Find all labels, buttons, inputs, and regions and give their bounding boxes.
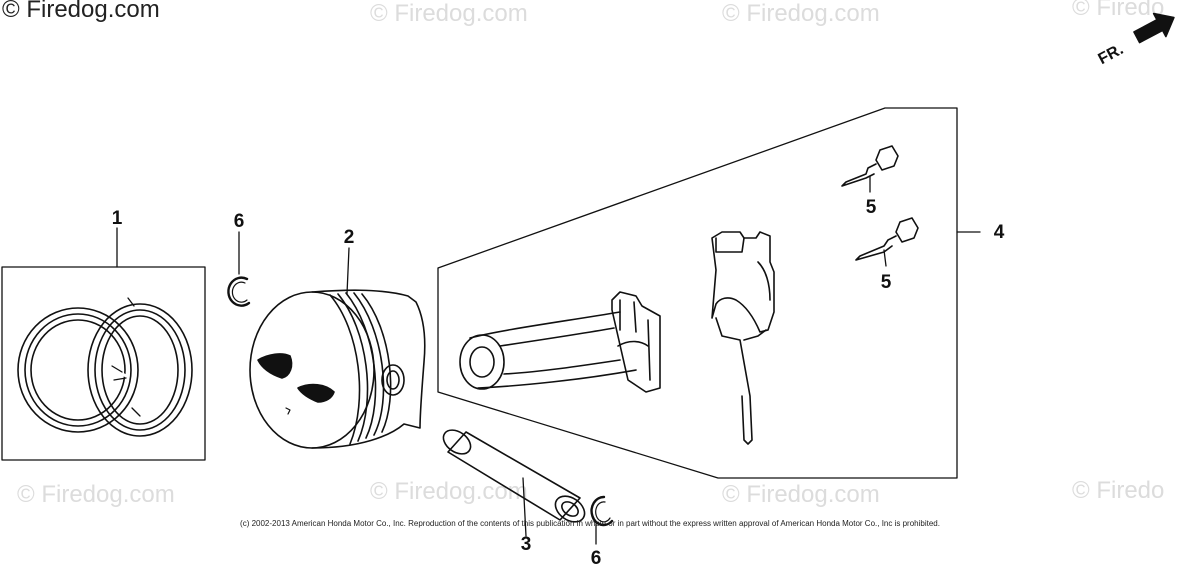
leader-line xyxy=(346,247,350,295)
callout-label: 4 xyxy=(994,222,1005,243)
connecting-rod xyxy=(459,291,661,393)
watermark: © Firedog.com xyxy=(17,481,175,508)
ring xyxy=(101,315,179,425)
watermark: © Firedog.com xyxy=(370,478,528,505)
rod-bolt-lower xyxy=(855,217,919,267)
callout-label: 5 xyxy=(866,197,877,218)
ring xyxy=(30,319,126,421)
ring xyxy=(94,309,186,431)
leader-line xyxy=(522,477,527,537)
piston-pin-clip-upper xyxy=(227,231,251,307)
assembly-frame xyxy=(437,107,958,479)
callout-label: 5 xyxy=(881,272,892,293)
rod-bolt-upper xyxy=(841,145,899,193)
watermark: © Firedog.com xyxy=(722,0,880,27)
piston xyxy=(249,247,426,449)
copyright-notice: (c) 2002-2013 American Honda Motor Co., … xyxy=(240,519,940,528)
leader-line xyxy=(883,249,887,267)
brand-text: © Firedog.com xyxy=(2,0,160,23)
callout-label: 1 xyxy=(112,208,123,229)
piston-pin-clip-lower xyxy=(590,495,614,545)
watermark: © Firedo xyxy=(1072,0,1165,21)
ring xyxy=(87,303,193,437)
callout-label: 6 xyxy=(591,548,602,569)
ring-set-frame xyxy=(1,266,206,461)
direction-marker: FR. xyxy=(1096,12,1175,68)
rod-cap xyxy=(711,231,775,445)
direction-label: FR. xyxy=(1096,41,1127,68)
piston-pin xyxy=(442,429,586,537)
ring xyxy=(17,307,139,433)
piston-ring-set xyxy=(1,227,206,461)
watermark: © Firedo xyxy=(1072,477,1165,504)
callout-label: 3 xyxy=(521,534,532,555)
watermark: © Firedog.com xyxy=(370,0,528,27)
callout-label: 2 xyxy=(344,227,355,248)
arrow-right-icon xyxy=(1133,12,1175,44)
connecting-rod-assembly xyxy=(437,107,981,479)
ring xyxy=(24,313,132,427)
watermark: © Firedog.com xyxy=(722,481,880,508)
callout-label: 6 xyxy=(234,211,245,232)
